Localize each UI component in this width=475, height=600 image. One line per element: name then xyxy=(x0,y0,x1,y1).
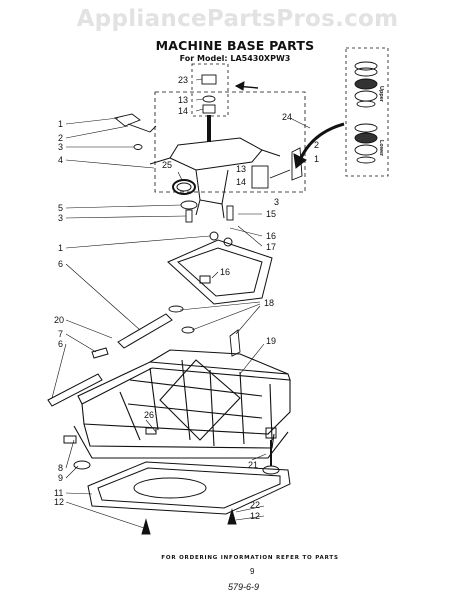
callout-6: 6 xyxy=(58,259,64,269)
callout-26: 26 xyxy=(144,410,155,420)
callout-22: 22 xyxy=(250,500,261,510)
callout-12: 12 xyxy=(250,511,261,521)
callout-9: 9 xyxy=(58,473,64,483)
callout-5: 5 xyxy=(58,203,64,213)
callout-3: 3 xyxy=(274,197,280,207)
callout-19: 19 xyxy=(266,336,277,346)
callout-1: 1 xyxy=(58,119,64,129)
callout-15: 15 xyxy=(266,209,277,219)
bearing-inset-box xyxy=(345,47,389,177)
callout-18: 18 xyxy=(264,298,275,308)
page-number: 9 xyxy=(250,567,255,576)
bearing-stack xyxy=(354,61,378,164)
transmission-assembly xyxy=(149,115,281,219)
arrow-24 xyxy=(298,122,345,161)
leveling-legs xyxy=(63,427,280,475)
right-pump-parts xyxy=(251,147,303,189)
ordering-info-note: FOR ORDERING INFORMATION REFER TO PARTS xyxy=(161,555,339,561)
callout-6: 6 xyxy=(58,339,64,349)
inset-label-upper: Upper xyxy=(378,86,384,102)
base-frame xyxy=(73,349,291,459)
callout-25: 25 xyxy=(162,160,173,170)
leader-lines xyxy=(51,78,311,529)
watermark: AppliancePartsPros.com xyxy=(76,6,399,32)
callout-13: 13 xyxy=(236,164,247,174)
callout-11: 11 xyxy=(54,488,64,498)
callout-4: 4 xyxy=(58,155,64,165)
callout-1: 1 xyxy=(314,154,320,164)
callout-14: 14 xyxy=(236,177,247,187)
callout-8: 8 xyxy=(58,463,64,473)
callout-16: 16 xyxy=(266,231,277,241)
callout-12: 12 xyxy=(54,497,65,507)
callout-23: 23 xyxy=(178,75,189,85)
page-code: 579-6-9 xyxy=(228,582,260,592)
callout-14: 14 xyxy=(178,106,189,116)
callout-1: 1 xyxy=(58,243,64,253)
callout-21: 21 xyxy=(248,460,259,470)
callout-20: 20 xyxy=(54,315,65,325)
mid-small-parts xyxy=(180,200,234,223)
inset-label-lower: Lower xyxy=(378,140,384,157)
callout-16: 16 xyxy=(220,267,231,277)
callout-17: 17 xyxy=(266,242,277,252)
callout-2: 2 xyxy=(58,133,64,143)
callout-13: 13 xyxy=(178,95,189,105)
callout-24: 24 xyxy=(282,112,293,122)
transmission-dashed-box xyxy=(154,91,306,193)
callout-3: 3 xyxy=(58,213,64,223)
callout-2: 2 xyxy=(314,140,320,150)
callout-7: 7 xyxy=(58,329,64,339)
page-title: MACHINE BASE PARTS xyxy=(155,38,315,53)
base-pan xyxy=(87,461,291,535)
brace-bars xyxy=(47,313,173,407)
callout-3: 3 xyxy=(58,142,64,152)
tub-support-plate xyxy=(167,231,273,305)
top-small-parts xyxy=(201,74,217,114)
top-dashed-box xyxy=(191,63,229,117)
model-label: For Model: LA5430XPW3 xyxy=(179,54,291,63)
parts-18 xyxy=(168,305,241,357)
left-clip-parts xyxy=(113,113,157,150)
